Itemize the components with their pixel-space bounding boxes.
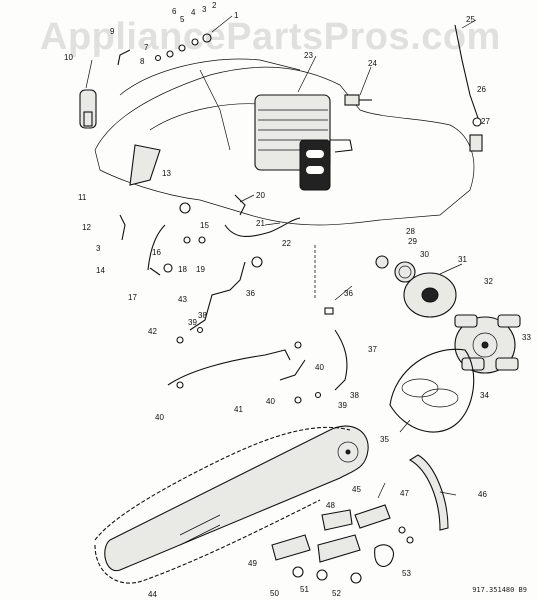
callout-45: 45 (352, 485, 361, 494)
callout-7: 7 (144, 43, 149, 52)
callout-37: 37 (368, 345, 377, 354)
bar-plates (271, 504, 414, 584)
callout-20: 20 (256, 191, 265, 200)
callout-26: 26 (477, 85, 486, 94)
callout-40: 40 (315, 363, 324, 372)
diagram-code: 917.351480 B9 (472, 586, 527, 594)
callout-4: 4 (191, 8, 196, 17)
watermark-logo: AppliancePartsPros.com (40, 16, 501, 58)
callout-51: 51 (300, 585, 309, 594)
callout-50: 50 (270, 589, 279, 598)
saw-housing (94, 58, 475, 226)
callout-53: 53 (402, 569, 411, 578)
clutch-assembly (375, 255, 521, 433)
callout-3-b: 3 (96, 244, 101, 253)
callout-22: 22 (282, 239, 291, 248)
saw-chain (94, 426, 351, 584)
callout-35: 35 (380, 435, 389, 444)
callout-17: 17 (128, 293, 137, 302)
callout-39: 39 (188, 318, 197, 327)
callout-29: 29 (408, 237, 417, 246)
callout-23: 23 (304, 51, 313, 60)
oil-lines (167, 245, 348, 404)
callout-36: 36 (246, 289, 255, 298)
callout-14: 14 (96, 266, 105, 275)
callout-38: 38 (198, 311, 207, 320)
callout-6: 6 (172, 7, 177, 16)
callout-31: 31 (458, 255, 467, 264)
callout-38-b: 38 (350, 391, 359, 400)
callout-16: 16 (152, 248, 161, 257)
callout-49: 49 (248, 559, 257, 568)
callout-1: 1 (234, 11, 239, 20)
fuel-lines (119, 194, 301, 276)
small-fasteners-top (117, 33, 212, 66)
callout-5: 5 (180, 15, 185, 24)
engine-cylinder (254, 94, 353, 191)
callout-labels: 1 2 3 4 5 6 7 8 9 10 11 12 13 14 15 16 1… (64, 1, 531, 599)
callout-32: 32 (484, 277, 493, 286)
callout-47: 47 (400, 489, 409, 498)
bolt-24 (344, 94, 372, 106)
callout-48: 48 (326, 501, 335, 510)
callout-43: 43 (178, 295, 187, 304)
callout-3: 3 (202, 5, 207, 14)
leader-lines (85, 15, 477, 499)
callout-2: 2 (212, 1, 217, 10)
callout-25: 25 (466, 15, 475, 24)
vent-rod (454, 24, 483, 152)
callout-12: 12 (82, 223, 91, 232)
callout-52: 52 (332, 589, 341, 598)
trigger-handle (129, 144, 161, 186)
callout-34: 34 (480, 391, 489, 400)
callout-42: 42 (148, 327, 157, 336)
callout-46: 46 (478, 490, 487, 499)
callout-8: 8 (140, 57, 145, 66)
callout-33: 33 (522, 333, 531, 342)
callout-40-c: 40 (155, 413, 164, 422)
callout-18: 18 (178, 265, 187, 274)
callout-21: 21 (256, 219, 265, 228)
callout-24: 24 (368, 59, 377, 68)
guide-bar (104, 425, 369, 572)
callout-30: 30 (420, 250, 429, 259)
callout-11: 11 (78, 193, 87, 202)
callout-27: 27 (481, 117, 490, 126)
guard-plate-46 (408, 454, 449, 531)
callout-10: 10 (64, 53, 73, 62)
starter-handle-10 (79, 89, 97, 129)
callout-15: 15 (200, 221, 209, 230)
callout-13: 13 (162, 169, 171, 178)
callout-36-b: 36 (344, 289, 353, 298)
callout-40-b: 40 (266, 397, 275, 406)
callout-19: 19 (196, 265, 205, 274)
callout-39-b: 39 (338, 401, 347, 410)
callout-41: 41 (234, 405, 243, 414)
callout-44: 44 (148, 590, 157, 599)
callout-28: 28 (406, 227, 415, 236)
callout-9: 9 (110, 27, 115, 36)
